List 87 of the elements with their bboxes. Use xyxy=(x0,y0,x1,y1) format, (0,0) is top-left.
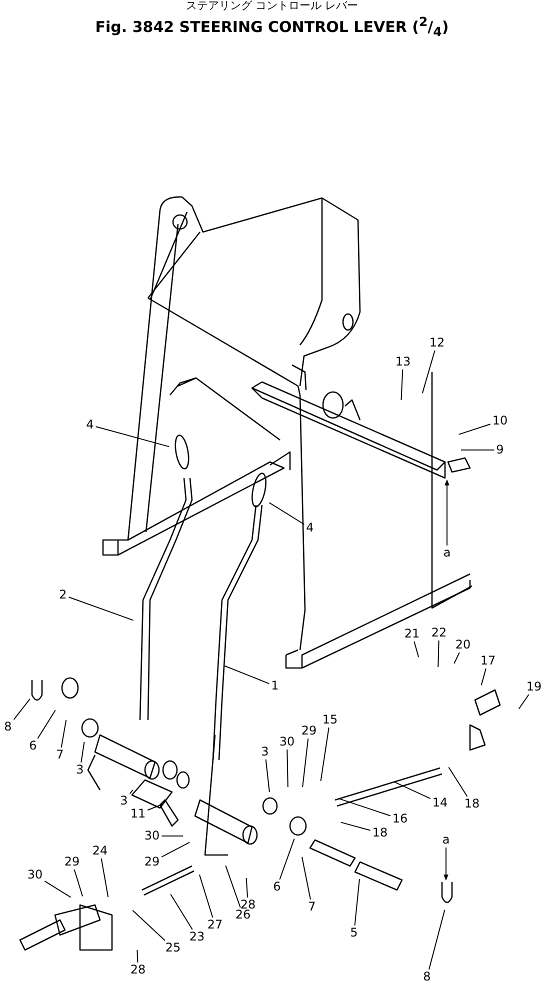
callout-number: 10 xyxy=(491,414,509,428)
leader-line xyxy=(448,766,468,797)
callout-number: 29 xyxy=(63,856,81,868)
leader-line xyxy=(279,838,295,880)
callout-number: 13 xyxy=(394,356,412,368)
leader-line xyxy=(414,641,420,658)
leader-line xyxy=(44,880,72,898)
leader-line xyxy=(37,710,56,739)
callout-number: 2 xyxy=(58,588,68,602)
leader-line xyxy=(13,698,30,720)
callout-number: 25 xyxy=(164,942,182,954)
leader-line xyxy=(161,842,190,858)
callout-number: 20 xyxy=(454,638,472,652)
callout-number: 18 xyxy=(371,826,389,840)
leader-line xyxy=(400,369,404,400)
callout-number: 9 xyxy=(495,444,505,456)
leader-line xyxy=(422,350,436,394)
figure-title: Fig. 3842 STEERING CONTROL LEVER ($^{2}$/$_{4}$) xyxy=(94,13,450,41)
leader-line xyxy=(286,749,288,788)
leader-line xyxy=(246,878,248,898)
callout-number: 26 xyxy=(234,908,252,922)
callout-number: 21 xyxy=(403,628,421,640)
leader-line xyxy=(301,856,311,900)
callout-number: a xyxy=(442,546,452,560)
leader-line xyxy=(95,426,170,448)
leader-line xyxy=(438,640,440,668)
leader-line xyxy=(302,738,309,788)
callout-number: 23 xyxy=(188,930,206,944)
callout-number: 12 xyxy=(428,336,446,350)
callout-number: 30 xyxy=(278,736,296,748)
callout-number: 27 xyxy=(206,918,224,932)
callout-number: 29 xyxy=(143,856,161,868)
callout-number: 8 xyxy=(3,720,13,734)
callout-number: 18 xyxy=(463,798,481,810)
callout-number: 3 xyxy=(260,746,270,758)
leader-line xyxy=(74,869,84,897)
japanese-title: ステアリング コントロール レバー xyxy=(185,0,359,12)
leader-line xyxy=(129,789,134,794)
leader-line xyxy=(224,665,270,684)
leader-line xyxy=(60,719,67,748)
leader-line xyxy=(198,874,214,918)
leader-line xyxy=(68,596,134,621)
leader-arrow xyxy=(444,847,448,881)
leader-line xyxy=(458,424,491,435)
leader-line xyxy=(338,798,391,816)
leader-line xyxy=(100,858,109,898)
leader-arrow xyxy=(444,479,450,546)
callout-number: 29 xyxy=(300,724,318,738)
callout-number: 11 xyxy=(129,808,147,820)
leader-line xyxy=(518,694,530,710)
callout-number: 24 xyxy=(91,844,109,858)
callout-number: 7 xyxy=(307,900,317,914)
callout-number: 8 xyxy=(422,970,432,984)
callout-number: 3 xyxy=(75,764,85,776)
leader-line xyxy=(147,803,164,811)
callout-number: 22 xyxy=(430,626,448,640)
callout-number: 17 xyxy=(479,654,497,668)
leader-line xyxy=(80,741,85,763)
callout-number: 5 xyxy=(349,926,359,940)
callout-number: 16 xyxy=(391,812,409,826)
leader-line xyxy=(480,668,486,686)
callout-number: 14 xyxy=(431,796,449,810)
callout-number: 19 xyxy=(525,680,543,694)
leader-line xyxy=(268,502,305,525)
leader-line xyxy=(428,909,446,970)
leader-line xyxy=(320,727,330,782)
callout-number: 30 xyxy=(143,830,161,842)
callout-number: 4 xyxy=(85,418,95,432)
callout-number: 30 xyxy=(26,868,44,882)
leader-line xyxy=(225,865,241,908)
callout-number: 6 xyxy=(272,880,282,894)
callout-number: 7 xyxy=(55,748,65,762)
leader-line xyxy=(265,759,270,793)
callout-number: 15 xyxy=(321,714,339,726)
leader-line xyxy=(136,950,138,963)
callout-number: 4 xyxy=(305,522,315,534)
leader-line xyxy=(454,652,460,664)
callout-number: 1 xyxy=(270,680,280,692)
leader-line xyxy=(354,878,360,926)
leader-line xyxy=(340,822,371,831)
leader-line xyxy=(132,910,166,941)
callout-number: 28 xyxy=(129,964,147,976)
callout-number: 6 xyxy=(28,740,38,752)
leader-line xyxy=(394,782,431,800)
leader-line xyxy=(170,894,193,930)
callout-number: 3 xyxy=(119,794,129,808)
callout-number: a xyxy=(441,834,451,846)
